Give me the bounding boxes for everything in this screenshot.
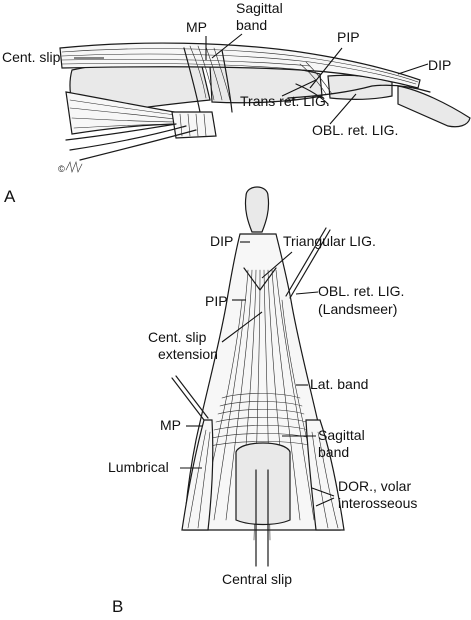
- panel-a-label-pip: PIP: [337, 29, 360, 45]
- panel-b-interosseous-muscle: [305, 419, 345, 531]
- panel-a-label-obl-ret-lig: OBL. ret. LIG.: [312, 122, 398, 138]
- panel-b-label-lumbrical: Lumbrical: [108, 459, 169, 475]
- panel-b-leader-obl-ret-lig: [295, 291, 319, 295]
- panel-a-oblique-retinacular-ligament: [287, 84, 431, 99]
- panel-b-label-sagittal-band-line1: Sagittal: [318, 427, 365, 443]
- panel-b-leader-dor-volar-a: [311, 487, 335, 497]
- panel-a-label-dip: DIP: [428, 57, 451, 73]
- panel-b-metacarpal-head: [235, 442, 291, 526]
- panel-a-transverse-retinacular-ligament: [295, 83, 329, 105]
- panel-a-label-cent-slip: Cent. slip: [2, 49, 61, 65]
- panel-a-label-sagittal-band-line1: Sagittal: [236, 0, 283, 16]
- panel-b-label-obl-ret-lig-line1: OBL. ret. LIG.: [318, 283, 404, 299]
- panel-b-label-cent-slip-ext-line1: Cent. slip: [148, 329, 207, 345]
- panel-b-letter: B: [112, 597, 123, 616]
- panel-b-label-sagittal-band-line2: band: [318, 444, 349, 460]
- panel-b-probe-right: [285, 227, 331, 299]
- panel-b-label-dor-volar-line1: DOR., volar: [338, 478, 411, 494]
- panel-a-letter: A: [4, 187, 16, 206]
- panel-a-leader-pip: [309, 47, 343, 89]
- panel-a-tendon-fibers: [61, 45, 419, 101]
- panel-b-label-obl-ret-lig-line2: (Landsmeer): [318, 301, 397, 317]
- panel-b-label-lat-band: Lat. band: [310, 376, 368, 392]
- panel-a-middle-phalanx: [327, 74, 393, 100]
- panel-b-leader-triangular-lig: [261, 251, 293, 279]
- panel-a-artist-signature: ©: [58, 164, 65, 174]
- panel-a-label-sagittal-band-line2: band: [236, 17, 267, 33]
- panel-a-volar-plate-lines: [179, 113, 207, 137]
- panel-b-label-dip: DIP: [210, 233, 233, 249]
- panel-a-signature-scribble: [65, 160, 83, 174]
- panel-a-label-trans-ret-lig: Trans ret. LIG.: [240, 93, 330, 109]
- panel-a-leader-obl-ret-lig: [329, 93, 357, 125]
- panel-b-triangular-ligament: [243, 267, 277, 291]
- panel-b-probe-left: [171, 375, 209, 421]
- panel-a-lateral-view: Cent. slip MP Sagittal band PIP DIP Tran…: [2, 0, 471, 206]
- panel-b-label-mp: MP: [160, 417, 181, 433]
- panel-a-distal-phalanx: [397, 85, 471, 128]
- panel-a-label-mp: MP: [186, 19, 207, 35]
- panel-a-leader-sagittal-band: [211, 33, 243, 59]
- panel-a-leader-dip: [397, 63, 429, 75]
- panel-b-label-central-slip: Central slip: [222, 571, 292, 587]
- panel-b-label-dor-volar-line2: interosseous: [338, 495, 417, 511]
- panel-b-label-triangular-lig: Triangular LIG.: [283, 233, 376, 249]
- panel-a-flexor-tendons: [65, 123, 197, 161]
- panel-b-central-slip-tendon: [255, 469, 269, 567]
- panel-b-muscle-fibers: [187, 429, 339, 529]
- panel-a-leader-trans-ret-lig: [281, 79, 317, 97]
- panel-b-leader-cent-slip-ext: [221, 311, 263, 343]
- panel-b-dorsal-view: DIP Triangular LIG. PIP OBL. ret. LIG. (…: [108, 186, 417, 616]
- panel-b-label-cent-slip-ext-line2: extension: [158, 346, 218, 362]
- panel-b-leader-dor-volar-b: [315, 497, 335, 507]
- panel-a-sagittal-band: [183, 47, 233, 113]
- panel-b-label-pip: PIP: [205, 293, 228, 309]
- panel-a-volar-plate: [171, 111, 217, 139]
- panel-b-distal-phalanx: [244, 186, 270, 233]
